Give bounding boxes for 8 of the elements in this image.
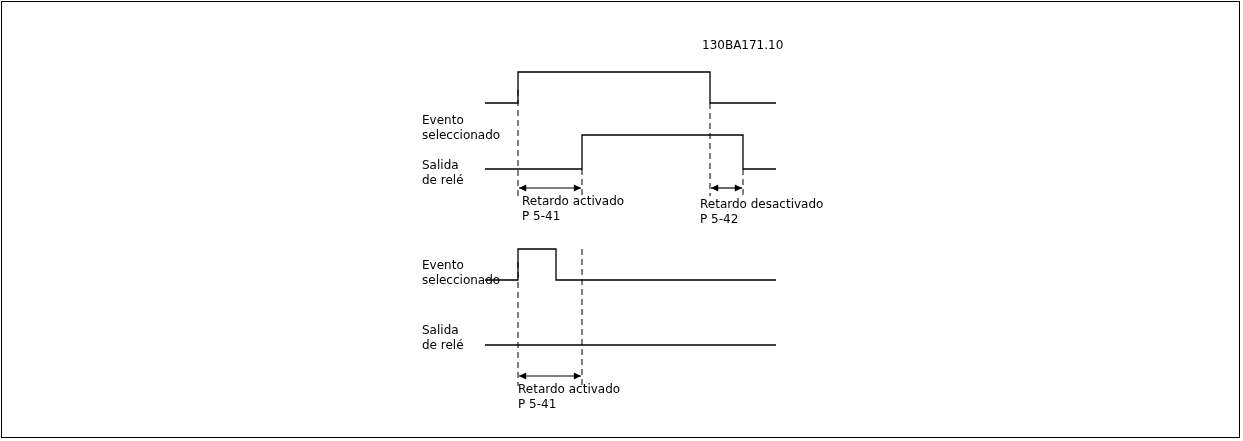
parameter-note: Retardo desactivado P 5-42 [700, 197, 825, 227]
parameter-note: Retardo activado P 5-41 [522, 194, 626, 224]
signal-label: Evento seleccionado [422, 258, 502, 288]
signal-label: Evento seleccionado [422, 113, 502, 143]
signal-label: Salida de relé [422, 158, 465, 188]
signal-label: Salida de relé [422, 323, 465, 353]
parameter-note: Retardo activado P 5-41 [518, 382, 622, 412]
figure-code: 130BA171.10 [702, 38, 785, 53]
